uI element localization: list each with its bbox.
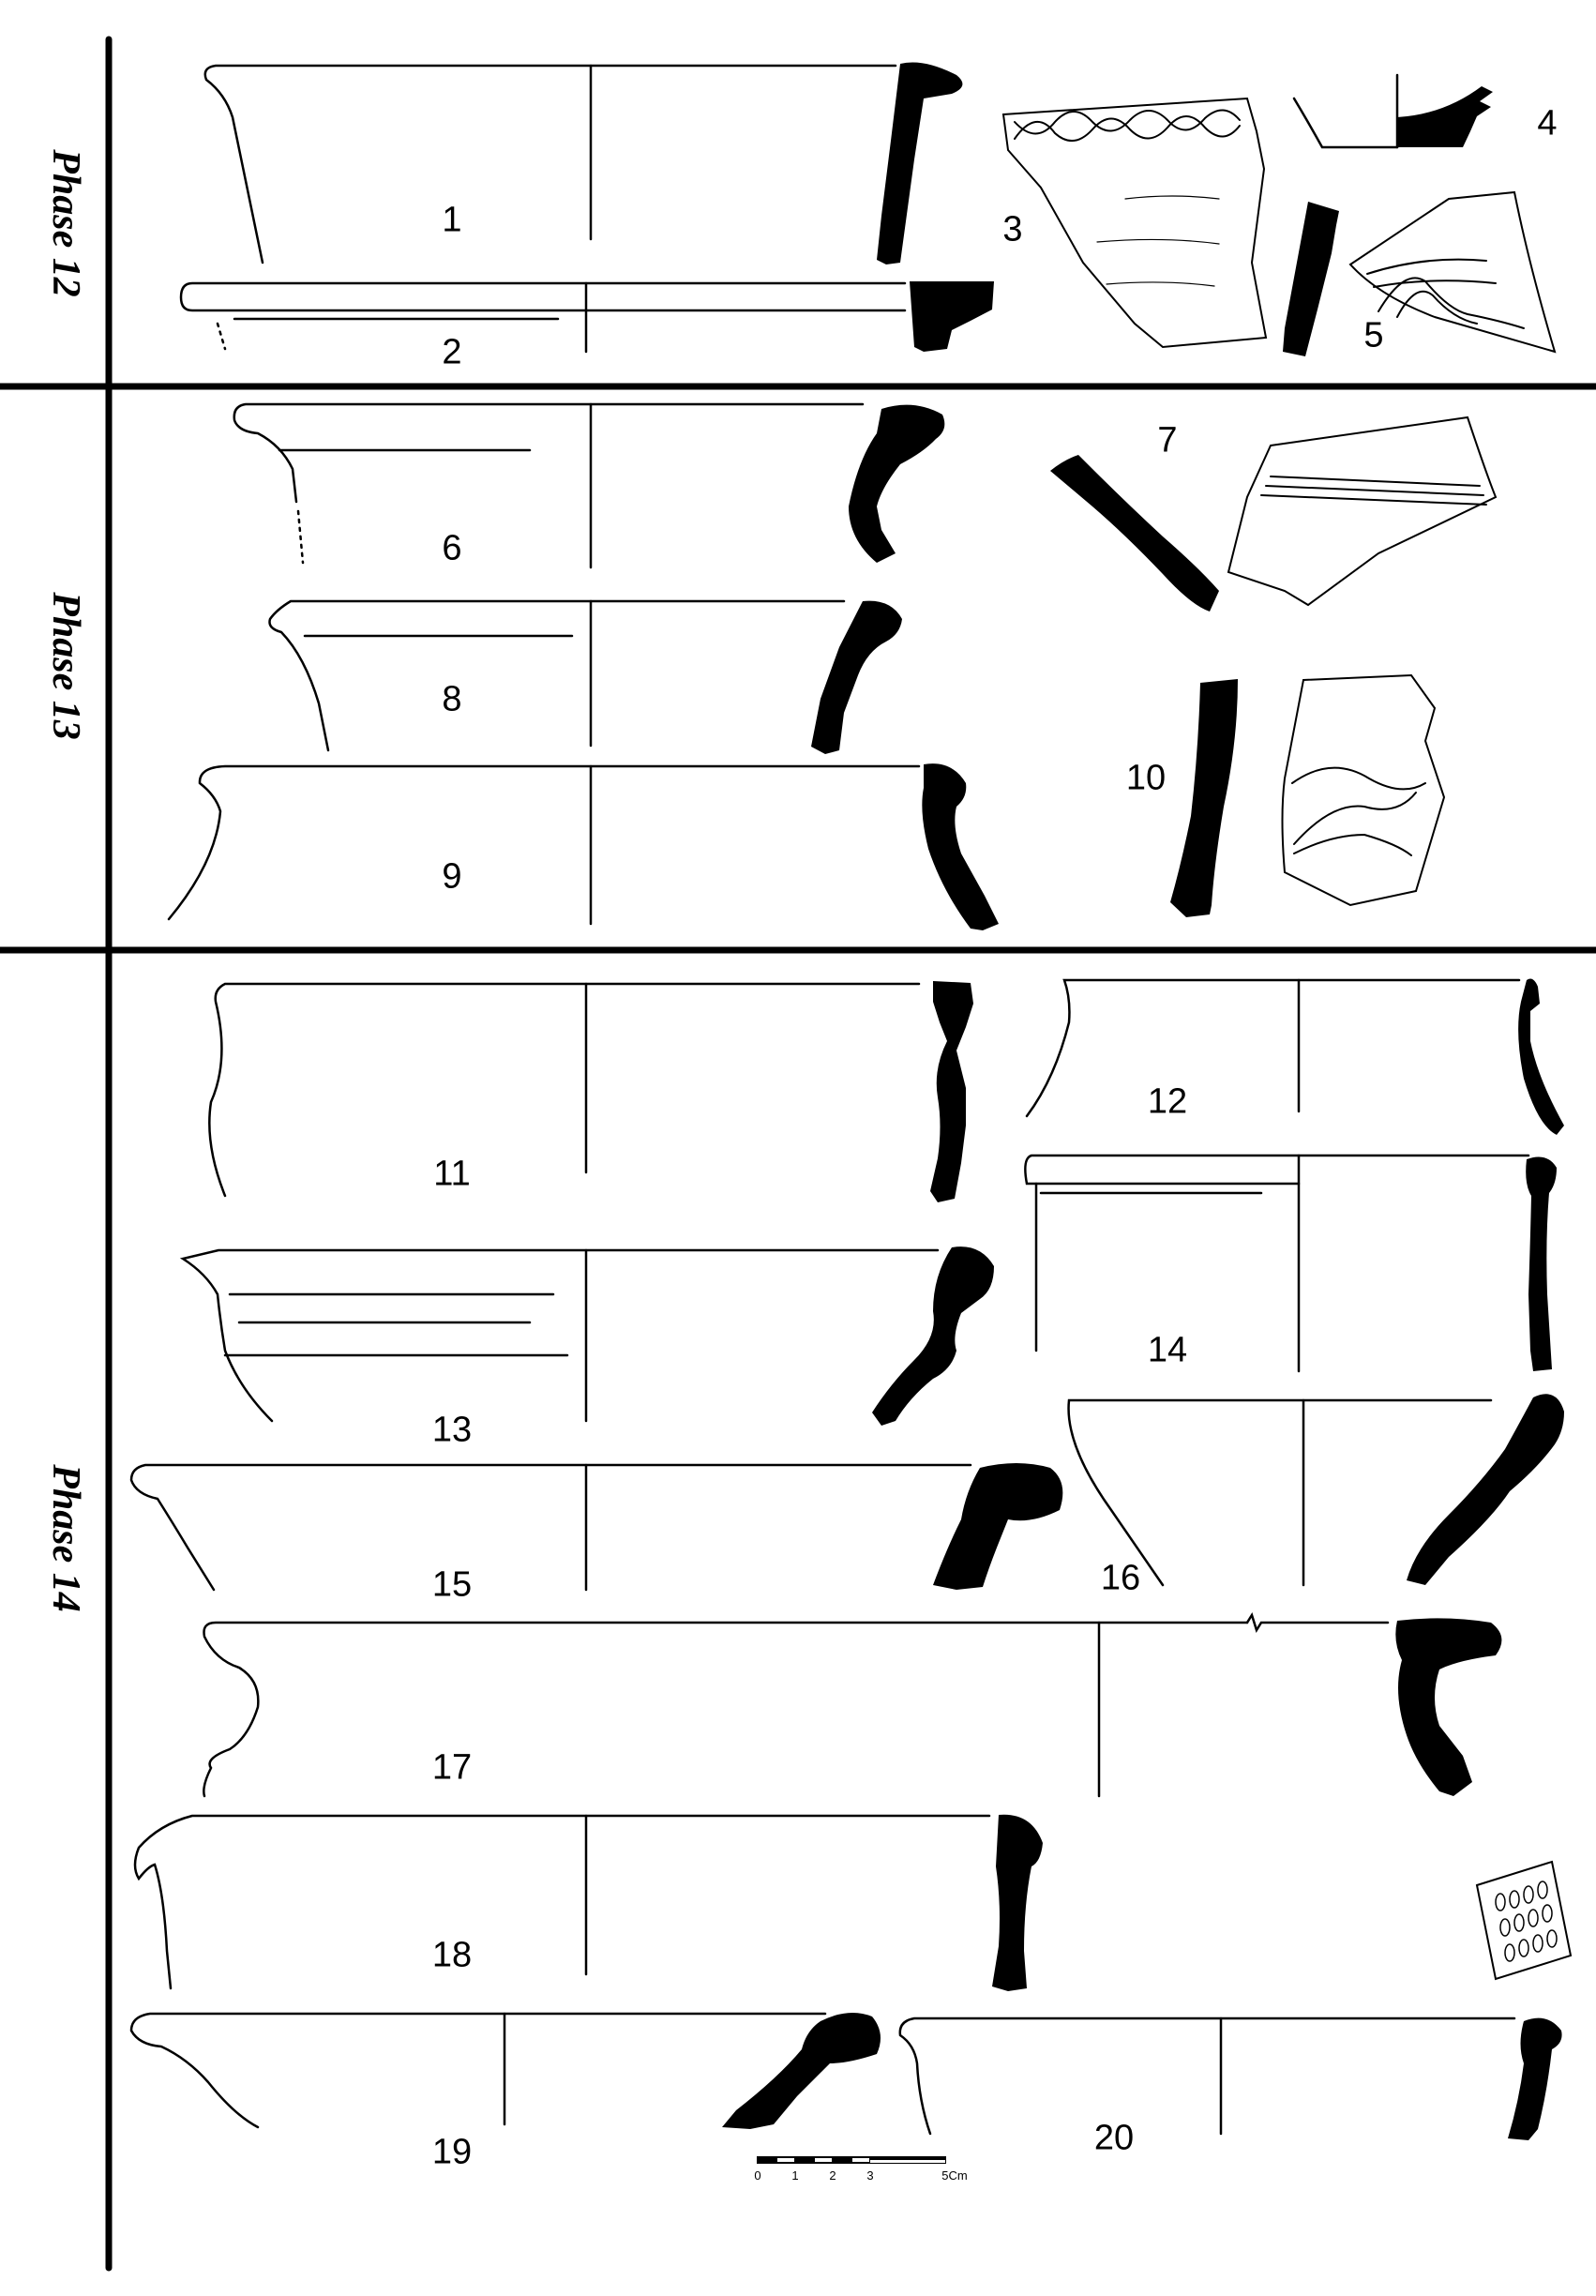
sherd-9-drawing <box>167 764 921 926</box>
phase-14-label: Phase 14 <box>44 1464 87 1612</box>
sherd-17-drawing <box>203 1612 1390 1798</box>
sherd-15-profile <box>933 1463 1063 1590</box>
sherd-number-20: 20 <box>1093 2118 1135 2158</box>
scale-bar <box>757 2156 946 2164</box>
sherd-16-drawing <box>1067 1398 1493 1587</box>
sherd-5-profile <box>1283 202 1339 356</box>
sherd-number-14: 14 <box>1147 1330 1188 1370</box>
scale-tick-1: 1 <box>791 2168 799 2183</box>
sherd-1-profile <box>877 62 963 264</box>
sherd-number-12: 12 <box>1147 1081 1188 1122</box>
sherd-11-profile <box>930 981 973 1202</box>
sherd-number-16: 16 <box>1100 1558 1141 1598</box>
sherd-number-13: 13 <box>431 1410 473 1450</box>
sherd-number-6: 6 <box>442 528 462 568</box>
sherd-18-drawing <box>133 1814 991 1990</box>
sherd-18-profile <box>992 1814 1043 1991</box>
sherd-10-profile <box>1170 679 1238 917</box>
sherd-13-profile <box>872 1246 994 1426</box>
sherd-6-profile <box>849 404 945 563</box>
sherd-12-drawing <box>1025 978 1521 1118</box>
sherd-1-drawing <box>203 64 897 264</box>
sherd-9-profile <box>922 763 999 930</box>
sherd-8-profile <box>811 600 902 754</box>
sherd-14-drawing <box>1024 1154 1530 1373</box>
sherd-13-drawing <box>179 1248 940 1423</box>
sherd-14-profile <box>1526 1156 1557 1371</box>
sherd-12-profile <box>1518 978 1564 1135</box>
sherd-2-profile <box>910 281 994 352</box>
sherd-16-profile <box>1407 1394 1564 1585</box>
sherd-number-4: 4 <box>1537 103 1558 144</box>
phase-13-label: Phase 13 <box>44 592 87 740</box>
sherd-number-17: 17 <box>431 1747 473 1788</box>
sherd-19-drawing <box>129 2012 827 2129</box>
sherd-number-15: 15 <box>431 1564 473 1605</box>
sherd-15-drawing <box>129 1463 972 1592</box>
sherd-19-profile <box>722 2013 881 2129</box>
sherd-number-11: 11 <box>433 1154 471 1194</box>
sherd-3-drawing <box>1001 97 1268 349</box>
sherd-number-2: 2 <box>442 332 462 372</box>
sherd-7-drawing <box>1227 415 1498 607</box>
sherd-number-10: 10 <box>1125 758 1167 798</box>
sherd-20-drawing <box>898 1860 1573 2136</box>
scale-tick-3: 3 <box>866 2168 874 2183</box>
sherd-number-3: 3 <box>1002 209 1023 249</box>
sherd-number-9: 9 <box>442 856 462 897</box>
sherd-17-profile <box>1395 1618 1502 1796</box>
scale-tick-0: 0 <box>754 2168 761 2183</box>
sherd-6-drawing <box>233 402 865 569</box>
sherd-number-7: 7 <box>1157 420 1178 461</box>
sherd-7-profile <box>1050 455 1219 612</box>
sherd-number-18: 18 <box>431 1935 473 1975</box>
sherd-4-drawing <box>1292 73 1399 149</box>
phase-12-label: Phase 12 <box>44 149 87 297</box>
sherd-4-profile <box>1397 86 1493 147</box>
sherd-number-5: 5 <box>1363 315 1384 355</box>
sherd-20-profile <box>1508 2017 1562 2140</box>
sherd-5-drawing <box>1348 190 1557 354</box>
sherd-10-drawing <box>1281 673 1446 907</box>
sherd-number-8: 8 <box>442 679 462 719</box>
scale-end-label: 5Cm <box>941 2168 968 2183</box>
sherd-8-drawing <box>268 599 846 752</box>
sherd-11-drawing <box>208 982 921 1198</box>
sherd-number-19: 19 <box>431 2132 473 2172</box>
sherd-2-drawing <box>179 281 907 354</box>
scale-tick-2: 2 <box>829 2168 836 2183</box>
sherd-number-1: 1 <box>442 200 462 240</box>
